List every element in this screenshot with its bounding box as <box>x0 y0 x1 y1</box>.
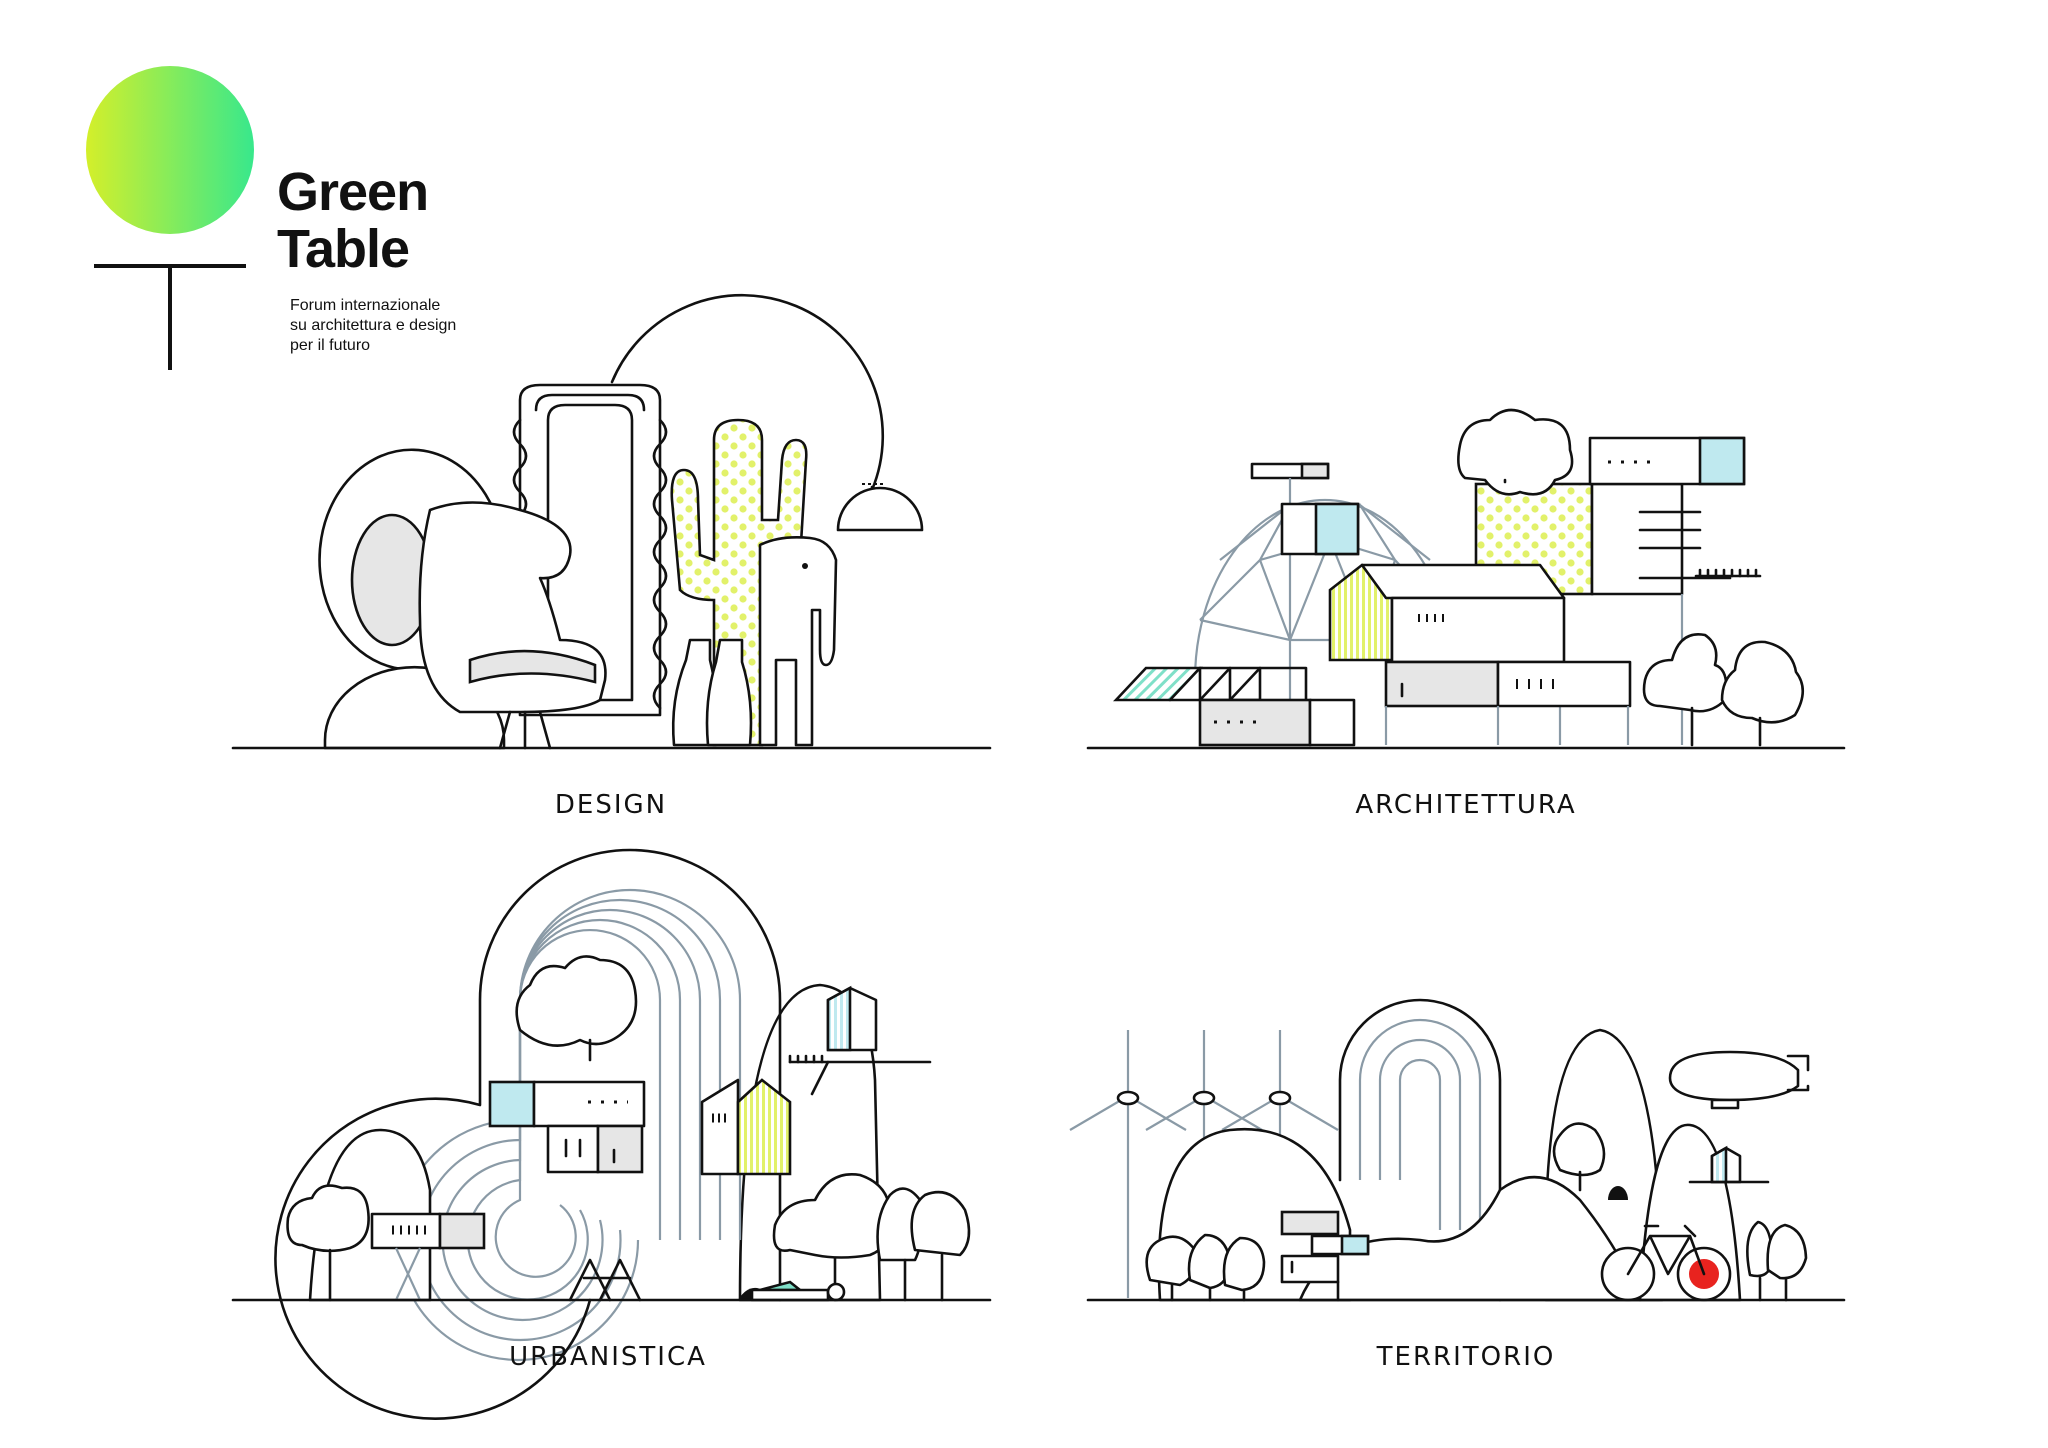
brand-subtitle-line-2: su architettura e design <box>290 317 457 334</box>
brand-title-line-2: Table <box>277 219 410 279</box>
brand-title-line-1: Green <box>277 162 429 222</box>
logo-mark <box>86 66 254 370</box>
category-label-design: DESIGN <box>554 790 668 820</box>
brand-subtitle: Forum internazionale su architettura e d… <box>290 296 456 356</box>
category-label-architettura: ARCHITETTURA <box>1355 790 1577 820</box>
scene-design <box>231 293 992 750</box>
scene-architettura <box>1086 408 1846 750</box>
brand-subtitle-line-1: Forum internazionale <box>290 297 441 314</box>
brand-subtitle-line-3: per il futuro <box>290 337 371 354</box>
scene-urbanistica <box>231 848 992 1420</box>
category-label-territorio: TERRITORIO <box>1376 1342 1556 1372</box>
brand-title: Green Table <box>277 162 429 279</box>
scene-territorio <box>1069 998 1846 1302</box>
logo-circle <box>86 66 254 234</box>
category-label-urbanistica: URBANISTICA <box>509 1342 707 1372</box>
